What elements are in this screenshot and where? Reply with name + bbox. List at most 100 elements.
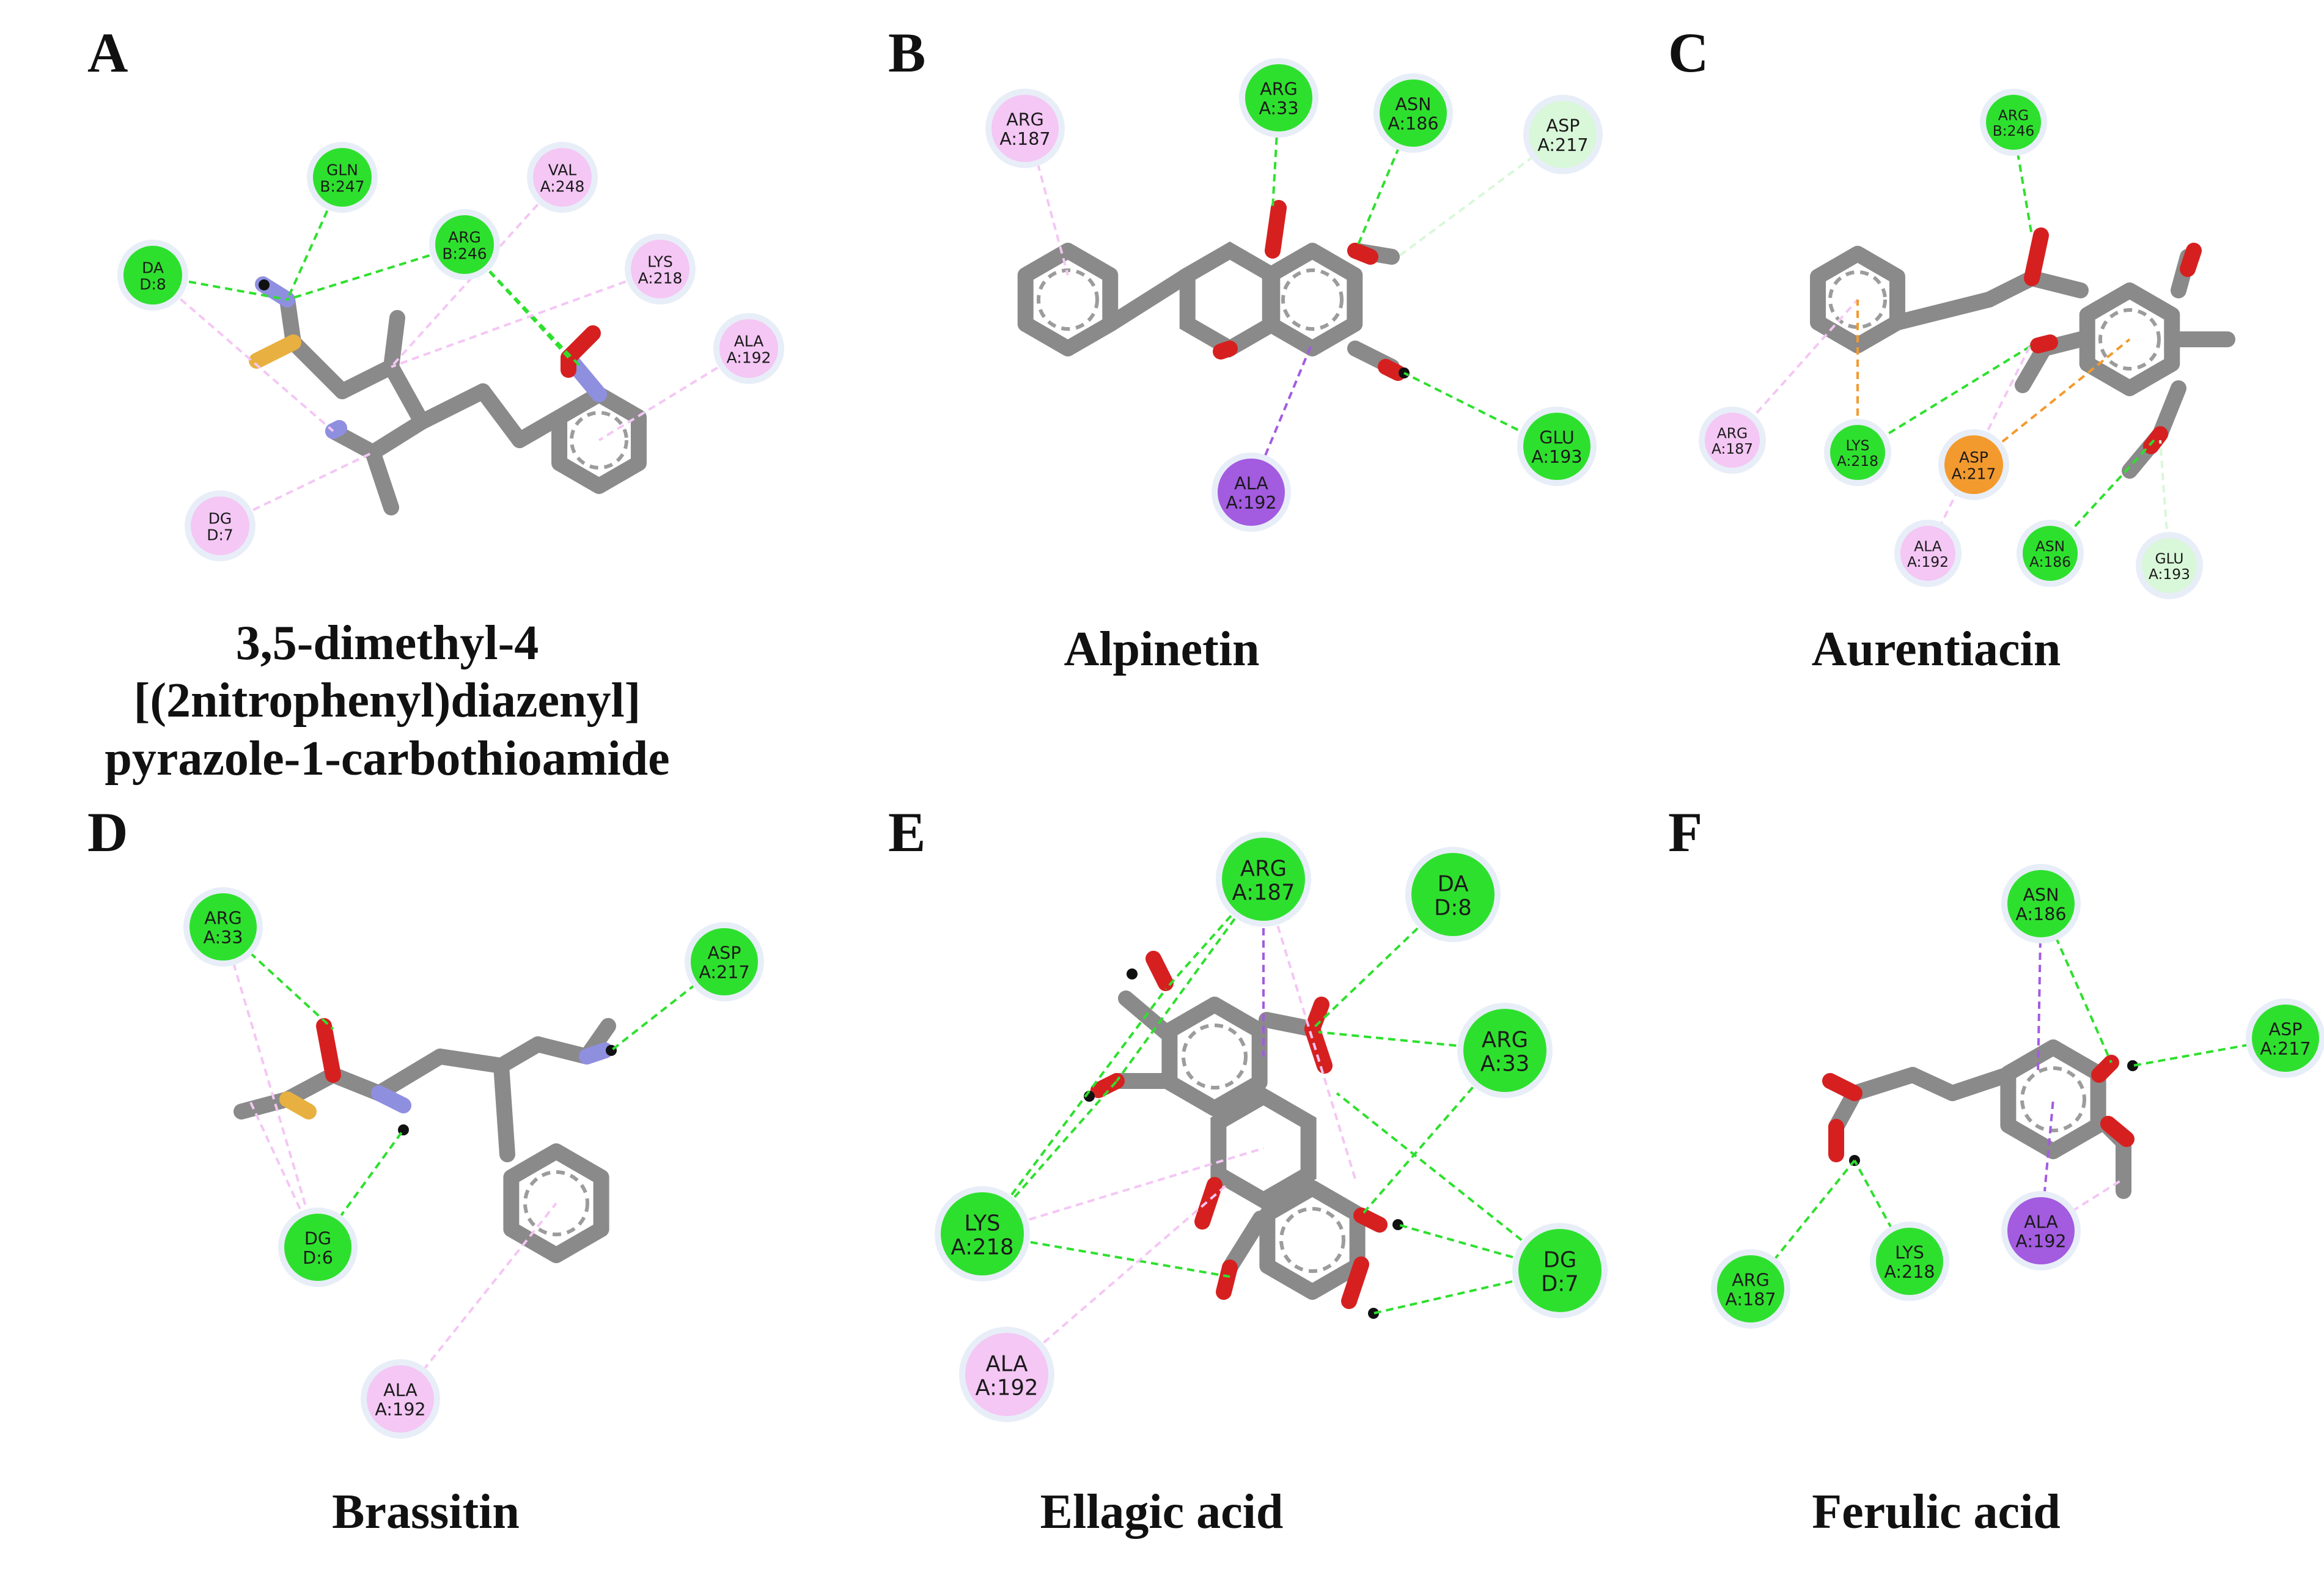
residue-name: VAL [548,161,577,179]
oxygen-atom [1213,341,1238,360]
residue-name: ARG [1240,857,1287,882]
residue-number: A:192 [976,1376,1039,1401]
residue-number: A:217 [2260,1038,2311,1059]
interaction-line [1373,1269,1561,1315]
compound-name: Ellagic acid [774,1483,1549,1541]
bond [2024,270,2089,298]
interaction-line [1856,344,2033,454]
aromatic-ring-inner [1279,1207,1345,1273]
panel-letter: D [87,801,128,863]
residue-number: A:192 [1907,553,1949,570]
compound-name: Alpinetin [774,621,1549,678]
bond [432,1049,509,1074]
aromatic-ring-inner [1281,268,1344,331]
residue-disc [1900,526,1955,581]
interaction-line [1397,133,1564,258]
residue-number: A:186 [2029,553,2071,570]
panel-letter: F [1668,801,1703,863]
residue-name: ARG [1717,424,1748,441]
oxygen-atom [1341,1256,1369,1309]
oxygen-atom [1347,243,1378,265]
residue-name: ARG [1732,1270,1770,1291]
aromatic-ring [503,1143,609,1263]
hydrogen-atom [1368,1308,1379,1319]
residue-number: A:186 [1388,113,1438,134]
oxygen-atom [2143,426,2168,454]
interaction-line [1311,893,1454,1030]
oxygen-atom [1090,1073,1125,1098]
aromatic-ring [1262,243,1363,356]
oxygen-atom [2091,1055,2119,1083]
residue-name: ASP [1959,448,1988,466]
residue-number: A:193 [2149,566,2190,583]
compound-name: Brassitin [39,1483,813,1541]
interaction-line [391,268,661,368]
residue-number: A:187 [999,128,1050,149]
oxygen-atom [1353,1208,1388,1233]
bond [2015,341,2052,393]
residue-disc [191,496,249,555]
residue-name: DA [1438,872,1469,897]
oxygen-atom [1216,1260,1238,1300]
residue-disc [1830,425,1885,480]
residue-number: B:246 [442,245,487,263]
residue-disc [965,1333,1048,1416]
panel-letter: B [888,21,926,84]
residue-disc [1518,1229,1601,1312]
residue-name: ASP [2269,1019,2303,1040]
residue-da-d-8: DAD:8 [117,240,188,311]
interaction-line [152,274,334,432]
residue-number: D:8 [1434,896,1472,921]
residue-disc [941,1192,1024,1275]
residue-disc [719,319,778,378]
residue-number: A:187 [1232,880,1295,906]
residue-disc [2007,870,2075,937]
interaction-line [152,274,288,301]
oxygen-atom [2180,243,2202,277]
bond [2152,380,2186,442]
hydrogen-atom [259,279,270,290]
oxygen-atom [1194,1177,1223,1230]
oxygen-atom [1145,951,1174,991]
residue-disc [1245,64,1312,131]
oxygen-atom [316,1018,341,1083]
panel-letter: E [888,801,926,863]
oxygen-atom [2024,227,2049,286]
interaction-diagram: DAD:8GLNB:247ARGB:246VALA:248LYSA:218ALA… [117,142,784,561]
residue-dg-d-7: DGD:7 [185,490,256,561]
residue-name: ASN [2035,537,2065,555]
residue-name: ARG [1998,106,2029,124]
residue-number: A:218 [1837,452,1878,470]
interaction-line [399,1202,557,1400]
residue-disc [533,148,592,207]
residue-number: A:186 [2015,904,2066,924]
residue-number: A:192 [2015,1231,2066,1252]
residue-disc [1529,101,1597,168]
residue-name: ALA [383,1380,417,1401]
residue-number: A:33 [1480,1052,1529,1077]
interaction-line [2159,440,2171,566]
residue-name: ARG [204,908,242,929]
bond [1944,1067,2015,1101]
residue-number: A:33 [1259,98,1298,119]
bond [475,383,528,448]
sulfur-atom [279,1091,317,1119]
compound-name-line-1: Ellagic acid [1040,1485,1284,1539]
residue-disc [1218,459,1285,526]
aromatic-ring [1810,246,1905,353]
